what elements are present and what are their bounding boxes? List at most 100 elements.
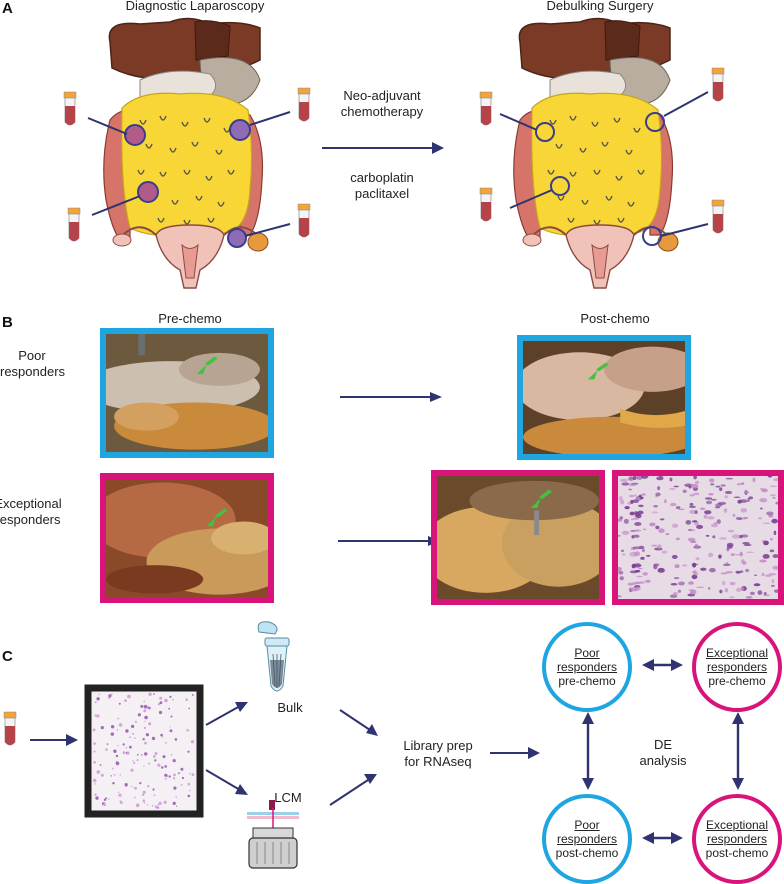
stain-cell [618,496,623,501]
stain-cell [719,589,723,594]
stain-cell [170,715,173,718]
laparoscopy-photo-poor-post [517,335,691,460]
stain-cell [140,704,144,708]
stain-cell [757,590,763,595]
stain-cell [689,502,694,506]
stain-cell [137,753,139,756]
stain-cell [98,693,100,696]
stain-cell [620,499,625,505]
stain-cell [143,765,145,767]
stain-cell [619,516,623,520]
stain-cell [145,733,149,737]
node-line: pre-chemo [558,674,616,688]
stain-cell [673,485,679,488]
stain-cell [633,534,640,538]
stain-cell [110,732,115,736]
stain-cell [144,720,146,723]
library-to-de-arrow [490,747,540,759]
stain-cell [721,580,726,586]
stain-cell [124,783,128,787]
node-line: Exceptional [705,818,769,832]
arrow-top-label-line: Neo-adjuvant [343,88,421,103]
stain-cell [105,797,108,800]
stain-cell [637,510,644,515]
stain-cell [635,586,641,591]
stain-cell [100,773,104,777]
stain-cell [148,706,150,709]
stain-cell [740,570,744,573]
stain-cell [96,770,101,774]
stain-cell [641,493,646,496]
chemo-arrow [322,142,444,154]
stain-cell [759,559,767,563]
stain-cell [622,553,626,556]
stain-cell [169,726,171,728]
stain-cell [94,714,98,717]
stain-cell [774,589,778,593]
stain-cell [661,550,668,554]
stain-cell [710,483,715,486]
stain-cell [159,696,163,700]
stain-cell [655,525,660,530]
stain-cell [763,540,769,546]
node-line: pre-chemo [708,674,766,688]
stain-cell [629,511,635,516]
stain-cell [621,482,630,486]
stain-cell [154,752,158,755]
stain-cell [693,476,697,480]
stain-cell [728,596,735,599]
stain-cell [772,565,778,570]
stain-cell [674,564,680,569]
stain-cell [103,803,107,807]
stain-cell [142,793,145,796]
stain-cell [687,537,696,542]
stain-cell [185,698,188,701]
blood-tube-icon [711,67,725,102]
stain-cell [636,476,643,480]
stain-cell [187,794,191,798]
stain-cell [715,485,721,488]
stain-cell [746,551,755,553]
panel-c-illustration [3,621,744,869]
de-analysis-label: DE analysis [630,737,696,769]
stain-cell [733,496,741,499]
stain-cell [659,476,663,478]
stain-cell [94,783,96,785]
stain-cell [134,737,136,739]
stain-cell [187,782,191,786]
arrow-top-label: Neo-adjuvant chemotherapy [320,88,444,120]
stain-cell [703,514,708,519]
stain-cell [669,477,673,482]
stain-cell [632,476,637,481]
stain-cell [188,707,190,710]
node-line: post-chemo [555,846,619,860]
stain-cell [771,518,778,524]
stain-cell [664,499,667,504]
exceptional-responders-label-line: Exceptional [0,496,62,511]
stain-cell [678,581,685,586]
stain-cell [173,773,176,777]
node-line: Poor [574,818,600,832]
stain-cell [618,595,622,598]
stain-cell [678,508,685,511]
stain-cell [111,767,114,770]
stain-cell [619,576,624,581]
node-line: responders [706,832,768,846]
stain-cell [688,505,696,509]
stain-cell [160,733,163,737]
stain-cell [143,726,147,729]
anatomy-left [102,17,269,289]
stain-cell [740,586,744,592]
anatomy-right [512,17,679,289]
stain-cell [653,505,658,508]
node-line: responders [556,660,618,674]
stain-cell [772,497,776,499]
stain-cell [634,581,642,585]
stain-cell [725,477,734,480]
slide-to-bulk-arrow [205,702,248,726]
poor-row-arrow [340,390,442,408]
stain-cell [95,796,99,800]
stain-cell [649,522,656,527]
stain-cell [116,729,119,731]
lcm-label: LCM [274,790,302,805]
